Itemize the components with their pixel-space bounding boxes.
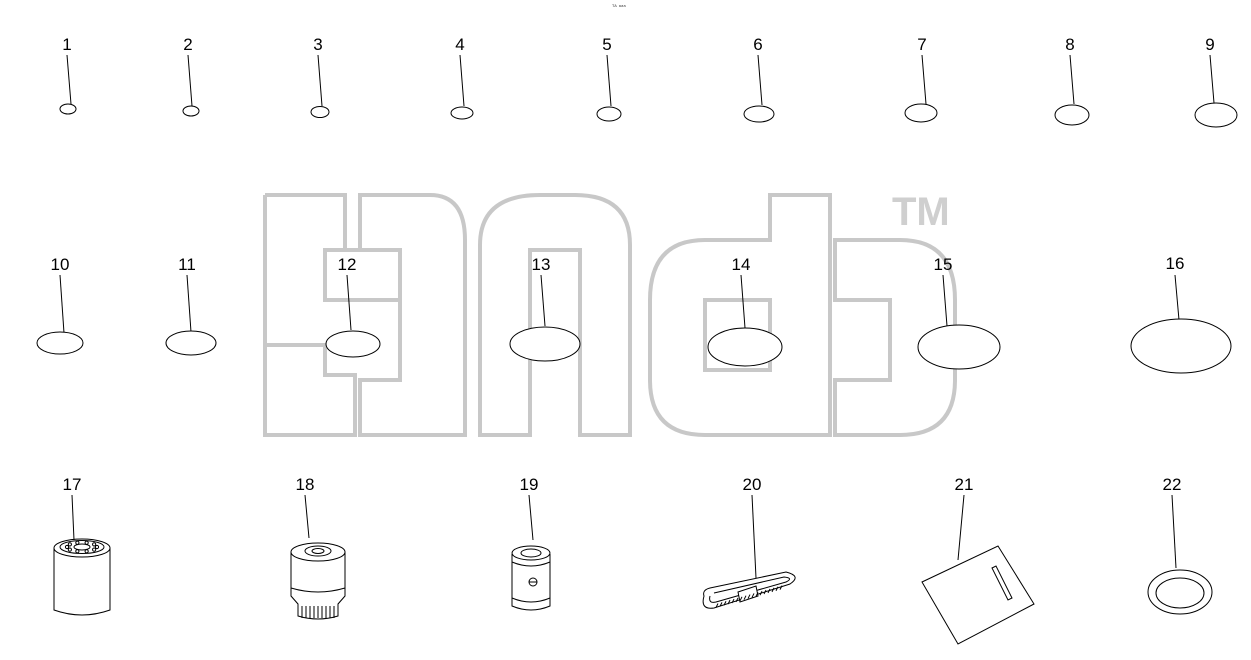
leader-line	[71, 494, 75, 541]
callout-number: 21	[954, 475, 974, 494]
washer-part	[904, 103, 938, 123]
fuel-filter-part	[290, 542, 346, 620]
leader-line	[317, 54, 323, 107]
washer-part	[450, 106, 474, 120]
callout-number: 15	[933, 255, 953, 274]
leader-line	[1069, 54, 1075, 105]
page-code: ᵀᴬ ᵃᵃᵃ	[612, 4, 626, 11]
leader-line	[304, 494, 310, 539]
callout-number: 12	[337, 255, 357, 274]
washer-part	[59, 103, 77, 115]
leader-line	[921, 54, 927, 105]
leader-line	[187, 54, 193, 107]
washer-part	[36, 331, 84, 355]
leader-line	[606, 54, 612, 107]
callout-number: 9	[1205, 35, 1215, 54]
washer-part	[596, 106, 622, 122]
leader-line	[459, 54, 465, 107]
watermark-trademark: TM	[892, 190, 950, 234]
filter-element-part	[511, 545, 551, 611]
callout-number: 17	[62, 475, 82, 494]
callout-number: 11	[178, 255, 196, 274]
leader-line	[1174, 274, 1180, 321]
leader-line	[957, 494, 965, 561]
washer-part	[917, 324, 1001, 370]
washer-part	[310, 106, 330, 118]
callout-number: 18	[295, 475, 315, 494]
callout-number: 22	[1162, 475, 1182, 494]
washer-part	[743, 105, 775, 123]
leader-line	[942, 274, 948, 327]
callout-number: 4	[455, 35, 465, 54]
callout-number: 14	[731, 255, 751, 274]
leader-line	[59, 274, 65, 334]
callout-number: 1	[62, 35, 72, 54]
callout-number: 20	[742, 475, 762, 494]
callout-number: 7	[917, 35, 927, 54]
oil-filter-part	[53, 538, 111, 616]
leader-line	[751, 494, 757, 579]
washer-part	[1194, 102, 1238, 128]
callout-number: 13	[531, 255, 551, 274]
leader-line	[740, 274, 746, 329]
callout-number: 2	[183, 35, 193, 54]
leader-line	[528, 494, 534, 541]
leader-line	[540, 274, 546, 327]
washer-part	[509, 326, 581, 362]
washer-part	[325, 330, 381, 358]
callout-number: 16	[1165, 254, 1185, 273]
callout-number: 6	[753, 35, 763, 54]
drive-belt-part	[702, 571, 796, 609]
washer-part	[1130, 318, 1232, 374]
leader-line	[186, 274, 192, 333]
leader-line	[346, 274, 352, 331]
washer-part	[182, 105, 200, 117]
sealing-ring-part	[1147, 569, 1213, 615]
instruction-sheet-part	[921, 545, 1035, 645]
callout-number: 10	[50, 255, 70, 274]
callout-number: 8	[1065, 35, 1075, 54]
callout-number: 3	[313, 35, 323, 54]
washer-part	[707, 327, 783, 367]
callout-number: 5	[602, 35, 612, 54]
washer-part	[1054, 104, 1090, 126]
washer-part	[165, 330, 217, 356]
leader-line	[757, 54, 763, 106]
callout-number: 19	[519, 475, 539, 494]
leader-line	[1171, 494, 1177, 569]
leader-line	[66, 54, 72, 105]
leader-line	[1209, 54, 1215, 104]
